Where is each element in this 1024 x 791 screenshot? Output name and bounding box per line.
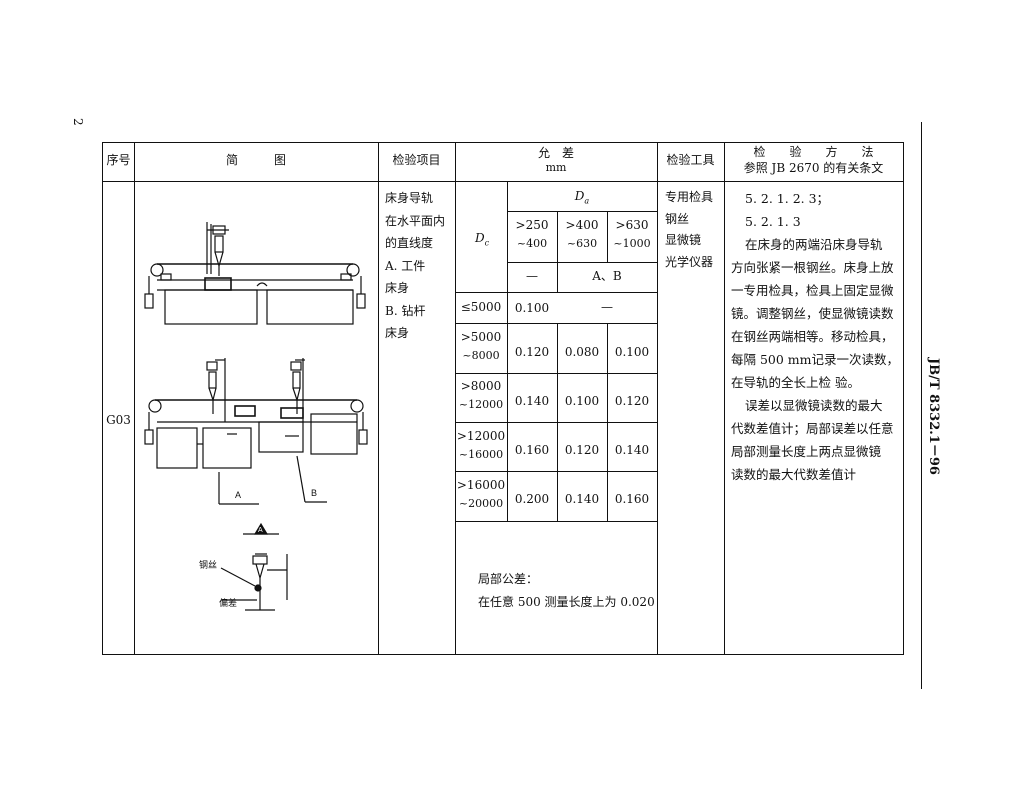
inspection-method: 5. 2. 1. 2. 3； 5. 2. 1. 3 在床身的两端沿床身导轨 方向… [731, 187, 901, 486]
method-line: 5. 2. 1. 3 [745, 214, 801, 229]
method-line: 方向张紧一根钢丝。床身上放 [731, 260, 894, 275]
dc-label: Dc [475, 231, 490, 248]
method-line: 读数的最大代数差值计 [731, 467, 857, 482]
tool-item: 显微镜 [665, 233, 702, 247]
method-line: 在导轨的全长上检 验。 [731, 375, 860, 390]
header-seq: 序号 [106, 153, 131, 167]
da-col-1: >250~400 [515, 218, 549, 250]
dc-range: >12000~16000 [456, 429, 506, 461]
label-a: A [235, 490, 241, 500]
applies-ab: A、B [592, 269, 622, 283]
method-line: 在钢丝两端相等。移动检具， [731, 329, 894, 344]
tolerance-value: 0.200 [514, 492, 550, 506]
dc-range: >16000~20000 [456, 478, 506, 510]
tolerance-value: 0.120 [564, 443, 600, 457]
inspection-item: 床身导轨 在水平面内 的直线度 A. 工件 床身 B. 钻杆 床身 [385, 187, 453, 345]
dc-range: >8000~12000 [458, 379, 504, 411]
item-line: 床身 [385, 326, 410, 340]
inspection-tools: 专用检具 钢丝 显微镜 光学仪器 [665, 187, 713, 273]
tolerance-value: 0.160 [514, 443, 550, 457]
method-line: 5. 2. 1. 2. 3； [745, 191, 830, 206]
local-tolerance-text: 在任意 500 测量长度上为 0.020 [478, 595, 655, 609]
label-wire: 钢丝 [199, 559, 217, 571]
standard-code: JB/T 8332.1－96 [926, 358, 941, 475]
header-tolerance-unit: mm [545, 161, 567, 174]
tool-item: 钢丝 [665, 211, 690, 226]
header-tool: 检验工具 [666, 153, 715, 167]
item-line: 床身导轨 [385, 191, 434, 205]
tolerance-value: 0.140 [564, 492, 600, 506]
tool-item: 专用检具 [665, 190, 714, 204]
item-line: B. 钻杆 [385, 303, 426, 318]
right-margin-rule [921, 122, 922, 689]
method-line: 在床身的两端沿床身导轨 [745, 237, 883, 252]
item-line: 在水平面内 [385, 213, 446, 228]
setup-diagram: A B A 钢丝 偏差 [144, 222, 368, 611]
da-col-3: >630~1000 [613, 218, 651, 250]
tolerance-value: 0.160 [614, 492, 650, 506]
tolerance-value: 0.100 [514, 301, 550, 315]
label-b: B [311, 488, 317, 498]
method-line: 一专用检具，检具上固定显微 [731, 283, 894, 298]
item-line: 的直线度 [385, 236, 434, 250]
tolerance-value: 0.140 [614, 443, 650, 457]
method-line: 局部测量长度上两点显微镜 [731, 444, 882, 459]
tolerance-value: — [601, 300, 613, 314]
local-tolerance-title: 局部公差： [478, 572, 539, 586]
item-line: A. 工件 [385, 258, 426, 273]
tolerance-value: 0.100 [564, 394, 600, 408]
applies-dash: — [526, 269, 538, 283]
tolerance-value: 0.140 [514, 394, 550, 408]
header-method-ref: 参照 JB 2670 的有关条文 [743, 161, 884, 175]
dc-range: >5000~8000 [460, 330, 502, 362]
tolerance-value: 0.100 [614, 345, 650, 359]
tool-item: 光学仪器 [665, 254, 714, 269]
da-label: Da [574, 189, 590, 206]
method-line: 误差以显微镜读数的最大 [745, 398, 883, 413]
row-seq: G03 [106, 413, 131, 427]
header-diagram: 简 图 [225, 153, 286, 167]
header-tolerance: 允 差 [537, 146, 574, 160]
method-line: 代数差值计；局部误差以任意 [731, 421, 894, 436]
tolerance-value: 0.120 [514, 345, 550, 359]
tolerance-value: 0.120 [614, 394, 650, 408]
item-line: 床身 [385, 281, 410, 295]
page-number: 2 [71, 118, 85, 126]
label-a-view: A [258, 527, 263, 534]
method-line: 镜。调整钢丝，使显微镜读数 [731, 306, 894, 321]
da-col-2: >400~630 [565, 218, 599, 250]
dc-range: ≤5000 [460, 300, 502, 314]
method-line: 每隔 500 mm记录一次读数， [731, 352, 900, 367]
tolerance-value: 0.080 [564, 345, 600, 359]
header-method-title: 检 验 方 法 [753, 145, 874, 159]
header-item: 检验项目 [392, 153, 441, 167]
label-deviation: 偏差 [219, 597, 237, 609]
